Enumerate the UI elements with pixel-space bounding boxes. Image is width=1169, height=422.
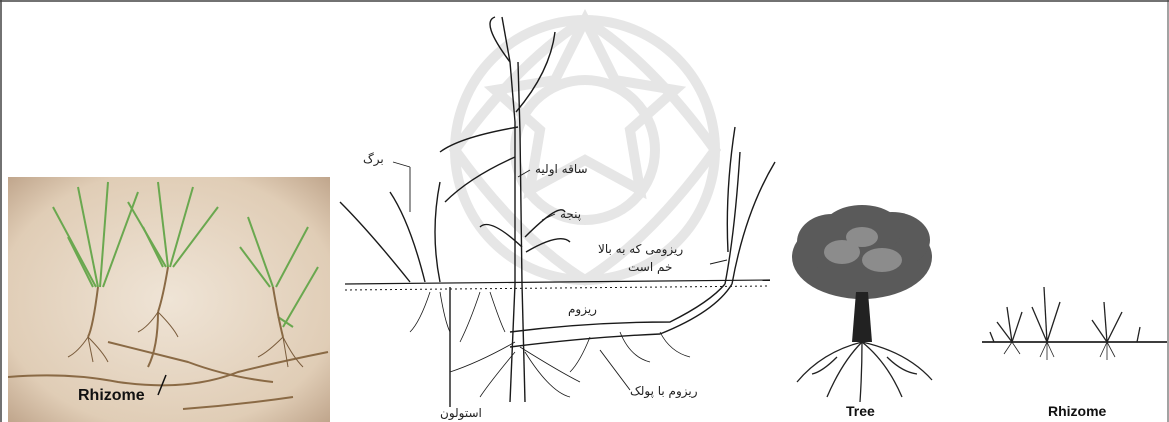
rhizome-illustration — [982, 287, 1167, 360]
label-upturned-rhizome-line1: ریزومی که به بالا — [598, 242, 683, 256]
label-leaf: برگ — [363, 152, 384, 166]
tree-illustration — [792, 205, 932, 402]
label-primary-stem: ساقه اولیه — [535, 162, 588, 176]
label-upturned-rhizome-line2: خم است — [628, 260, 672, 274]
label-scaled-rhizome: ریزوم با پولک — [630, 384, 698, 398]
label-stolon: استولون — [440, 406, 482, 420]
rhizome-photo: Rhizome — [8, 177, 330, 422]
tree-vs-rhizome: Tree Rhizome — [782, 2, 1168, 422]
rhizome-photo-drawing — [8, 177, 330, 422]
label-tiller: پنجه — [560, 207, 581, 221]
tree-vs-rhizome-drawing — [782, 2, 1168, 422]
rhizome-diagram: برگ ساقه اولیه پنجه ریزومی که به بالا خم… — [330, 2, 780, 422]
tree-label: Tree — [846, 403, 875, 419]
rhizome-diagram-drawing — [330, 2, 780, 422]
rhizome-caption: Rhizome — [1048, 403, 1106, 419]
label-rhizome: ریزوم — [568, 302, 597, 316]
photo-rhizome-label: Rhizome — [78, 387, 145, 405]
